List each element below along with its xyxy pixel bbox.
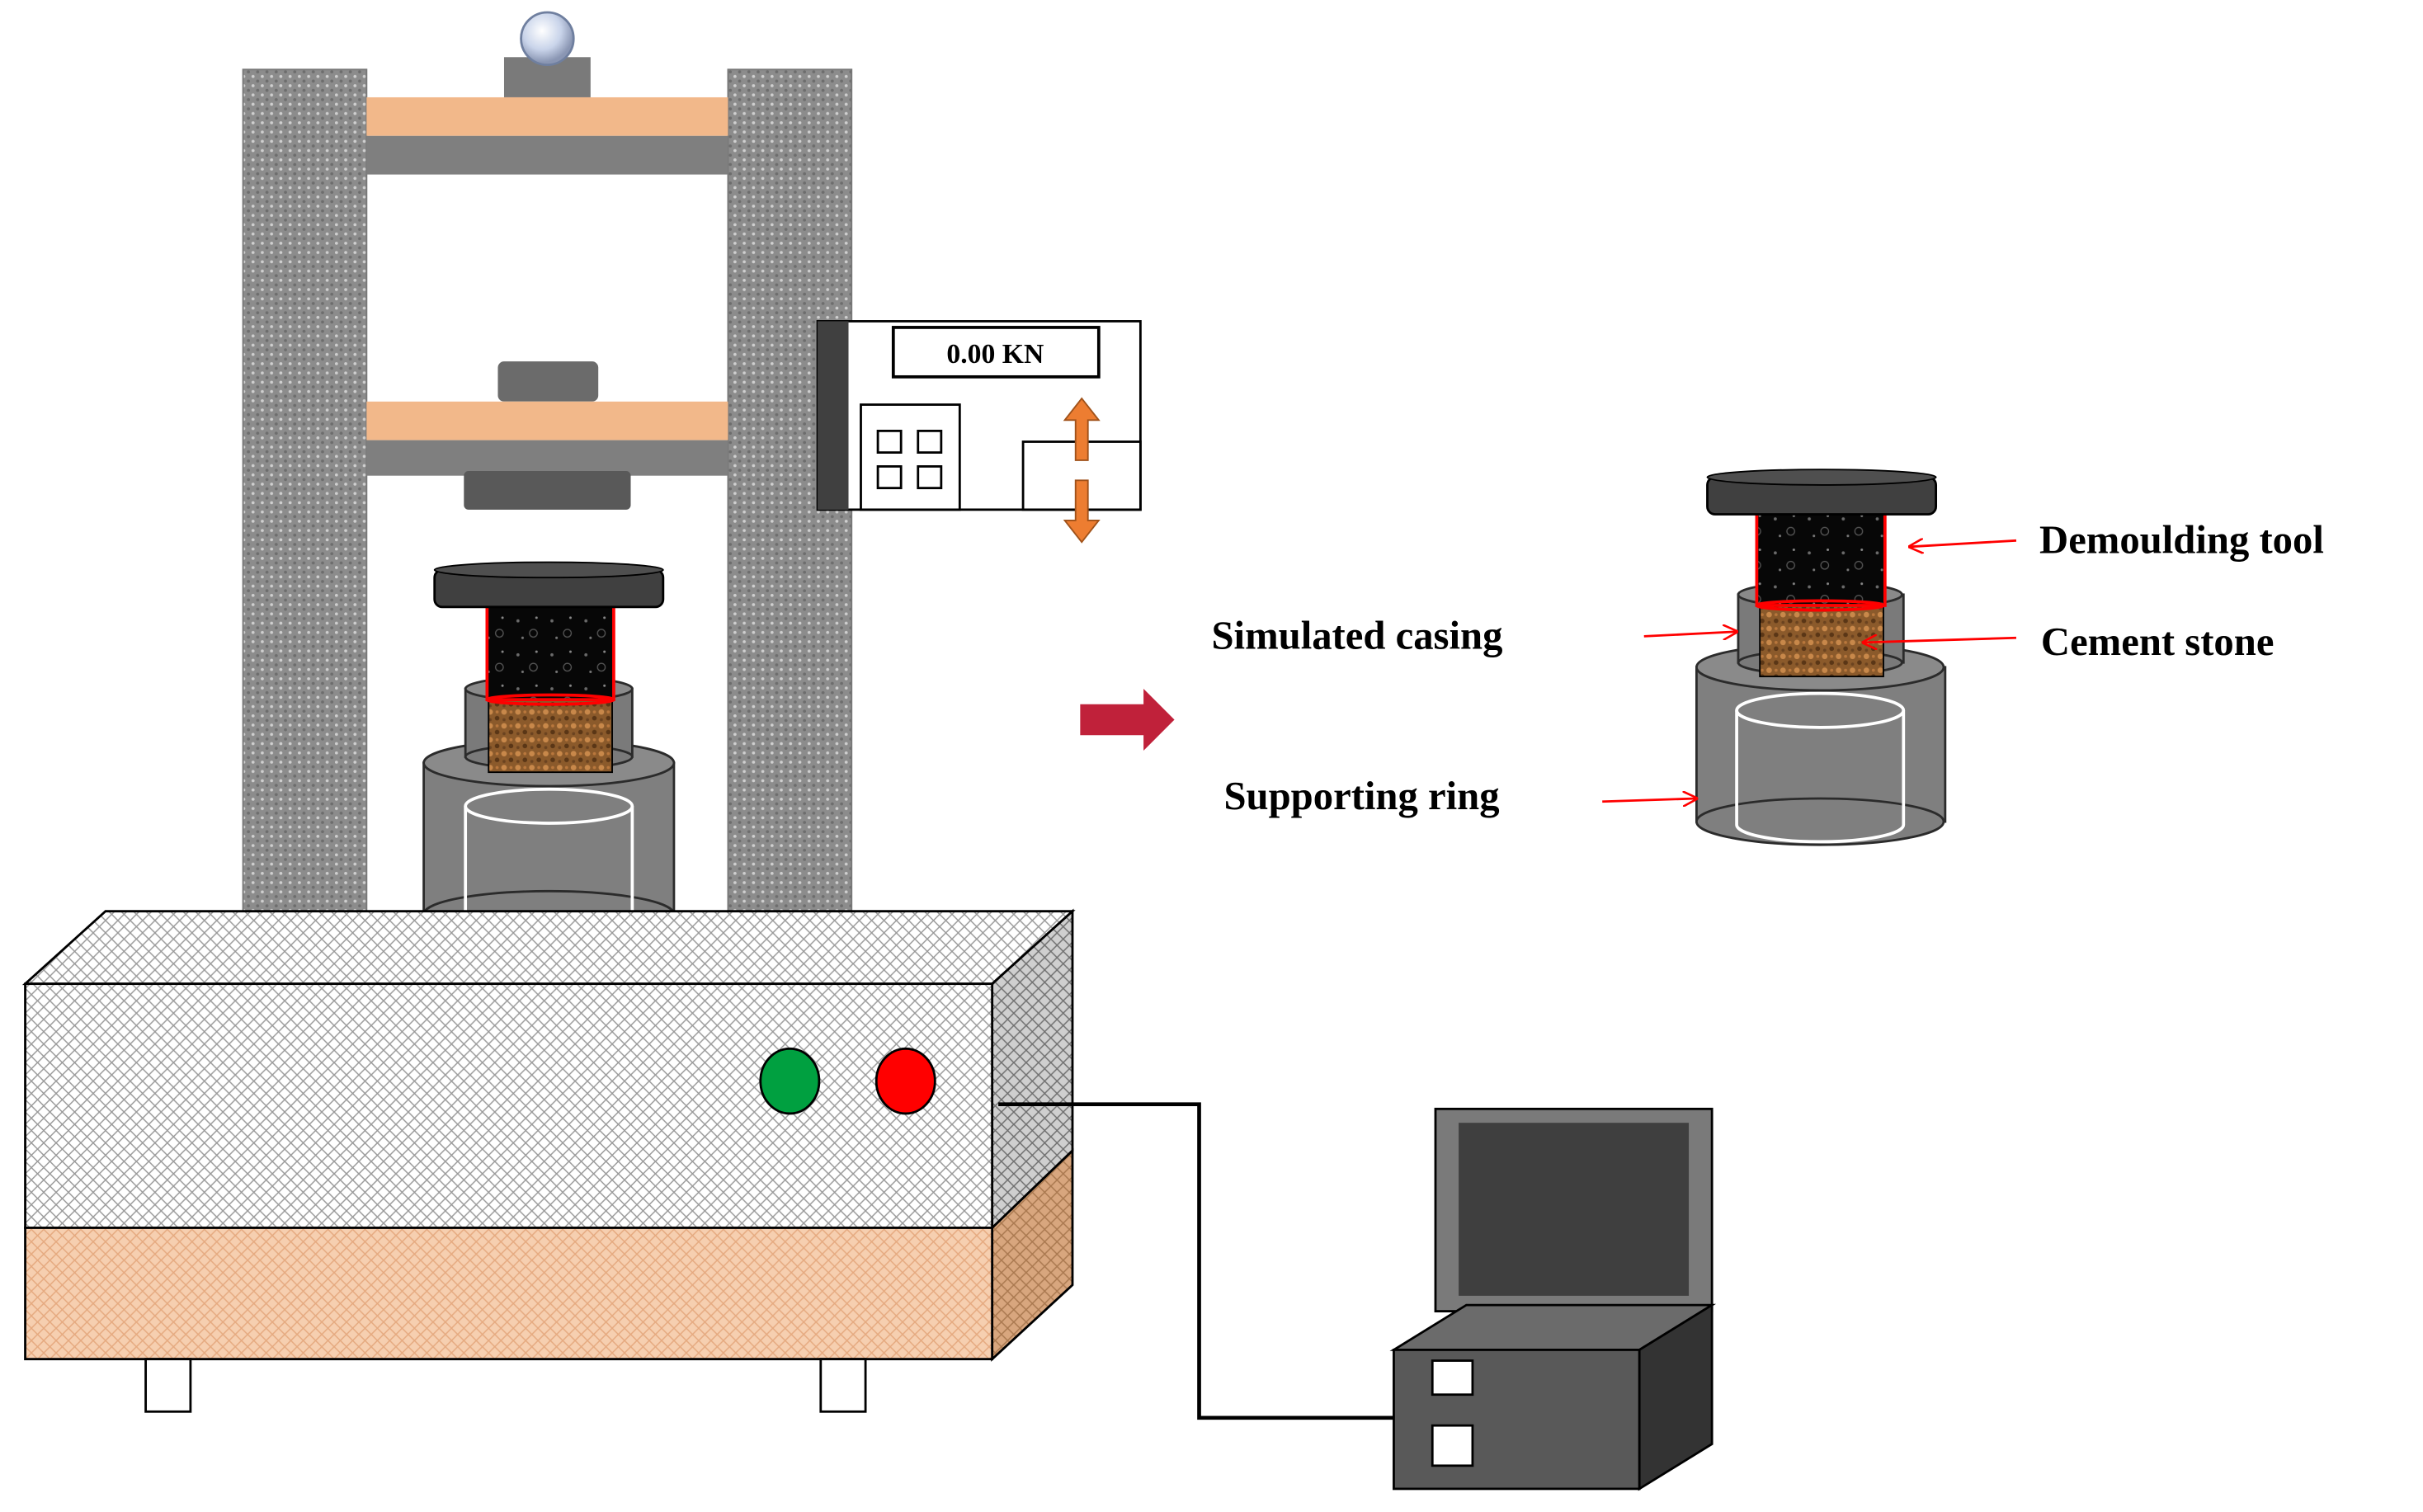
upper-platen — [497, 361, 599, 402]
keypad-icon[interactable] — [860, 403, 961, 511]
demoulding-tool-pointer — [1910, 540, 2017, 546]
red-stop-button[interactable] — [874, 1047, 936, 1115]
green-start-button[interactable] — [759, 1047, 821, 1115]
control-panel: 0.00 KN — [816, 320, 1142, 544]
top-knob-icon — [520, 11, 575, 67]
label-supporting-ring: Supporting ring — [1223, 774, 1499, 818]
cement-stone-pointer — [1864, 638, 2017, 643]
enlarged-specimen-assembly — [1695, 469, 1947, 846]
left-column — [242, 68, 368, 935]
machine-frame — [242, 11, 853, 935]
label-demoulding-tool: Demoulding tool — [2039, 517, 2324, 562]
process-arrow-icon — [1080, 689, 1175, 751]
middle-crosshead-upper — [366, 401, 728, 440]
base-foot-right — [819, 1358, 867, 1413]
computer-case — [1393, 1349, 1641, 1491]
panel-side-strip — [818, 321, 849, 510]
machine-specimen-assembly — [422, 561, 676, 939]
drive-slot-1[interactable] — [1431, 1359, 1474, 1397]
computer — [1389, 1107, 1717, 1491]
label-simulated-casing: Simulated casing — [1212, 613, 1503, 657]
data-cable — [998, 1102, 1399, 1420]
force-reading: 0.00 KN — [946, 339, 1044, 370]
top-crosshead-upper — [366, 97, 728, 136]
machine-base — [21, 908, 1076, 1413]
force-display — [891, 326, 1101, 379]
base-foot-left — [144, 1358, 192, 1413]
down-arrow-icon[interactable] — [1063, 479, 1101, 544]
drive-slot-2[interactable] — [1431, 1424, 1474, 1467]
monitor-screen — [1459, 1123, 1690, 1296]
label-cement-stone: Cement stone — [2041, 619, 2275, 664]
lower-platen — [464, 471, 631, 510]
supporting-ring-pointer — [1602, 798, 1696, 802]
top-crosshead-lower — [366, 135, 728, 175]
simulated-casing-pointer — [1643, 632, 1737, 637]
middle-crosshead-lower — [366, 440, 728, 476]
callouts: Demoulding tool Simulated casing Cement … — [1212, 517, 2324, 818]
up-arrow-icon[interactable] — [1063, 397, 1101, 461]
